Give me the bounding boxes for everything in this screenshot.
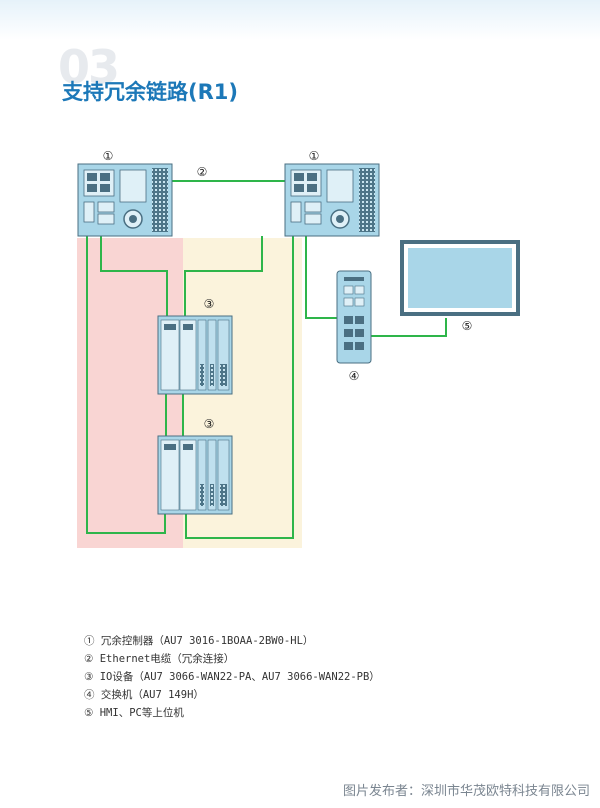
callout-controller-left: ①	[103, 149, 114, 163]
callout-io-lower: ③	[204, 417, 215, 431]
callout-hmi: ⑤	[462, 319, 473, 333]
legend-item: ④ 交换机（AU7 149H）	[84, 689, 204, 701]
network-switch	[336, 270, 372, 364]
legend: ① 冗余控制器（AU7 3016-1BOAA-2BW0-HL） ② Ethern…	[84, 632, 380, 722]
callout-io-upper: ③	[204, 297, 215, 311]
callout-controller-right: ①	[309, 149, 320, 163]
header-gradient	[0, 0, 600, 40]
callout-switch: ④	[349, 369, 360, 383]
redundant-controller-right	[284, 163, 380, 237]
section-number: 03	[58, 40, 120, 94]
cable-switch-to-hmi	[371, 318, 447, 337]
hmi-monitor	[400, 240, 520, 316]
legend-item: ③ IO设备（AU7 3066-WAN22-PA、AU7 3066-WAN22-…	[84, 671, 380, 683]
cable-left-controller-to-io1	[100, 236, 168, 316]
io-device-lower	[157, 435, 233, 515]
ethernet-cables	[86, 180, 447, 539]
legend-item: ① 冗余控制器（AU7 3016-1BOAA-2BW0-HL）	[84, 635, 314, 647]
redundant-controller-left	[77, 163, 173, 237]
cable-right-controller-to-io1	[184, 236, 263, 316]
cable-controller-to-switch	[305, 236, 337, 319]
legend-item: ② Ethernet电缆（冗余连接）	[84, 653, 235, 665]
page-title: 支持冗余链路(R1)	[62, 80, 238, 104]
callout-ethernet: ②	[197, 165, 208, 179]
cable-left-controller-outer	[86, 236, 166, 534]
legend-item: ⑤ HMI、PC等上位机	[84, 707, 184, 719]
publisher-credit: 图片发布者：深圳市华茂欧特科技有限公司	[342, 784, 590, 799]
cable-right-controller-outer	[185, 236, 294, 539]
io-device-upper	[157, 315, 233, 395]
